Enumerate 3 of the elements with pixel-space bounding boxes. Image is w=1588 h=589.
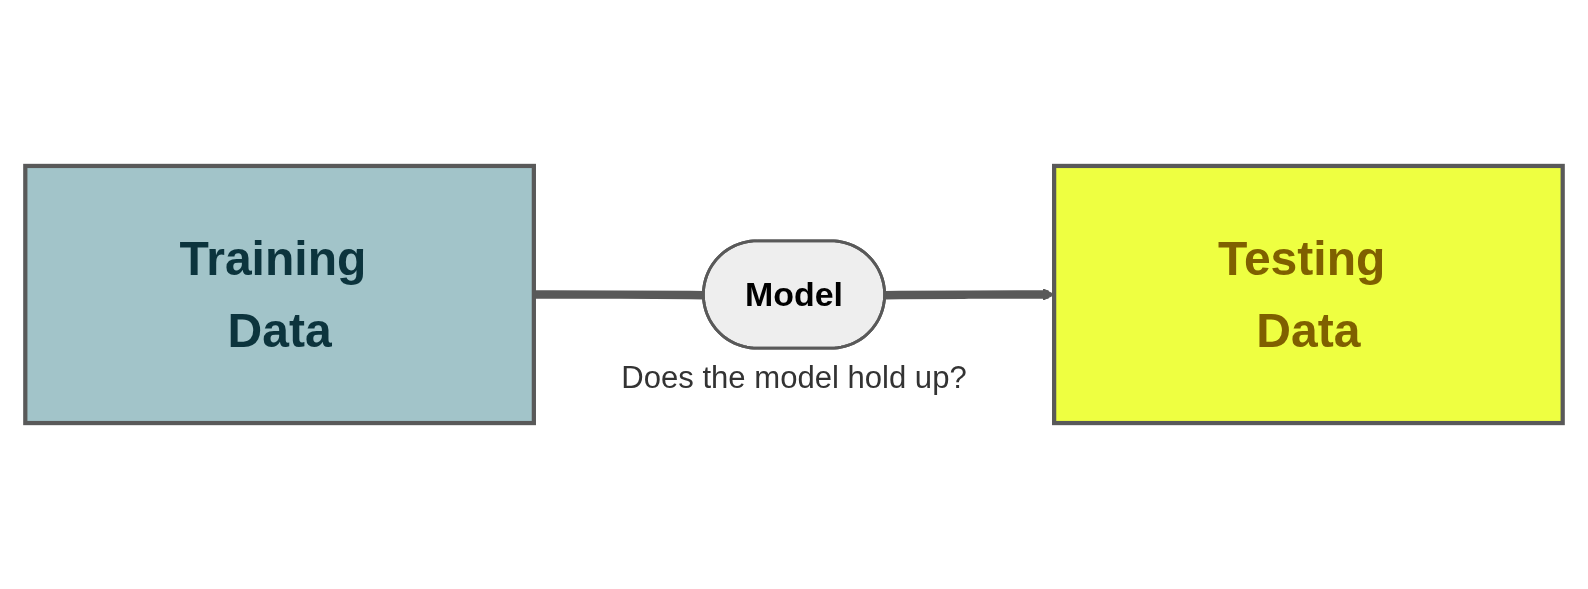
node-box: Training Data — [23, 163, 536, 426]
node-box: Testing Data — [1052, 163, 1565, 426]
caption-text: Does the model hold up? — [621, 359, 967, 395]
